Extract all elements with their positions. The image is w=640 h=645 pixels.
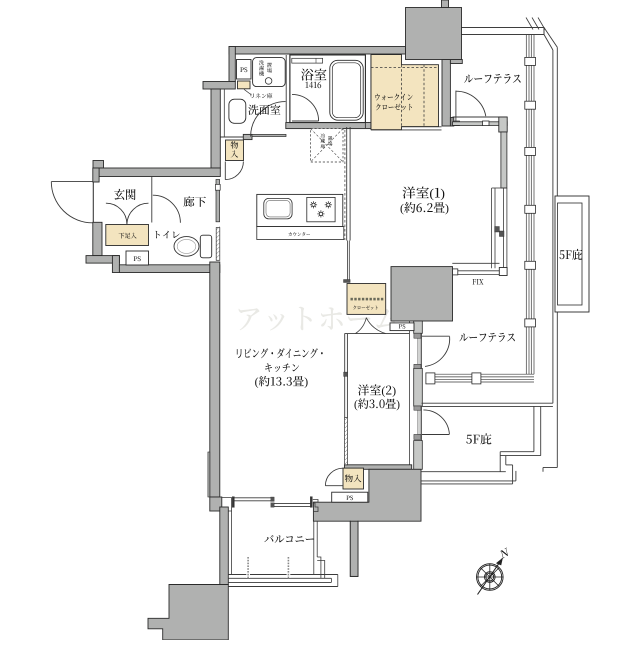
svg-text:(約6.2畳): (約6.2畳) [400,199,449,216]
svg-text:PS: PS [133,254,141,263]
svg-text:ルーフテラス: ルーフテラス [459,330,516,346]
svg-text:1416: 1416 [305,79,322,91]
svg-text:ルーフテラス: ルーフテラス [464,70,522,87]
svg-text:カウンター: カウンター [288,231,311,238]
svg-text:5F庇: 5F庇 [466,431,492,448]
svg-text:リビング・ダイニング・: リビング・ダイニング・ [235,345,326,361]
svg-text:キッチン: キッチン [264,361,300,376]
svg-text:玄関: 玄関 [114,186,137,203]
svg-text:入: 入 [230,149,238,160]
svg-text:バルコニー: バルコニー [264,531,315,547]
svg-text:機: 機 [259,70,265,77]
svg-text:5F庇: 5F庇 [559,246,583,263]
svg-text:蔵: 蔵 [320,138,325,145]
svg-text:トイレ: トイレ [153,227,181,241]
svg-text:洋室(1): 洋室(1) [402,183,445,202]
svg-text:庫: 庫 [320,143,325,150]
svg-text:下足入: 下足入 [118,231,137,240]
svg-text:廊下: 廊下 [183,194,206,210]
svg-text:物入: 物入 [345,473,363,485]
svg-text:PS: PS [240,65,248,74]
svg-text:冷: 冷 [320,133,325,140]
svg-text:場: 場 [328,140,333,147]
svg-text:洋室(2): 洋室(2) [358,382,397,399]
svg-text:リネン庫: リネン庫 [249,91,272,100]
svg-text:PS: PS [346,493,354,502]
svg-text:(約13.3畳): (約13.3畳) [255,374,309,390]
svg-text:洗: 洗 [259,60,265,67]
svg-text:クローゼット: クローゼット [353,305,379,312]
svg-text:場: 場 [267,67,273,74]
svg-text:PS: PS [398,322,406,331]
svg-text:ウォークイン: ウォークイン [374,92,413,103]
svg-text:濯: 濯 [259,65,264,72]
svg-text:置: 置 [267,62,272,69]
svg-text:(約3.0畳): (約3.0畳) [354,396,400,412]
svg-text:FIX: FIX [472,276,484,287]
svg-text:置: 置 [328,135,333,142]
svg-text:浴室: 浴室 [301,65,327,84]
svg-text:クローゼット: クローゼット [375,102,413,113]
svg-text:物: 物 [230,140,238,151]
svg-text:洗面室: 洗面室 [248,102,281,118]
